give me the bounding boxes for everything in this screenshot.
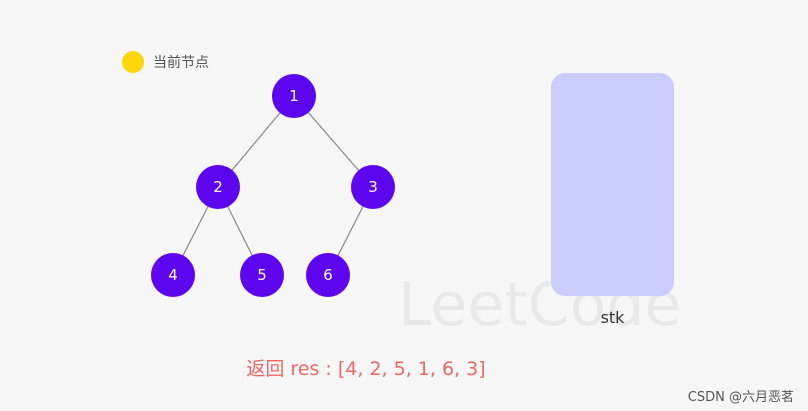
- node-circle: [240, 253, 284, 297]
- node-label: 2: [213, 178, 223, 196]
- node-circle: [306, 253, 350, 297]
- legend: 当前节点: [122, 51, 209, 73]
- stack-label: stk: [600, 308, 625, 327]
- node-label: 4: [168, 266, 178, 284]
- node-label: 3: [368, 178, 378, 196]
- node-circle: [151, 253, 195, 297]
- node-circle: [196, 165, 240, 209]
- tree-nodes: 1 2 3 4 5 6: [151, 74, 395, 297]
- current-node-legend-dot: [122, 51, 144, 73]
- legend-label: 当前节点: [153, 55, 209, 71]
- tree-node-2: 2: [196, 165, 240, 209]
- tree-node-4: 4: [151, 253, 195, 297]
- tree-node-5: 5: [240, 253, 284, 297]
- result-text: 返回 res : [4, 2, 5, 1, 6, 3]: [246, 358, 486, 380]
- credit-text: CSDN @六月恶茗: [687, 390, 794, 405]
- node-label: 1: [289, 87, 299, 105]
- tree-node-6: 6: [306, 253, 350, 297]
- node-circle: [272, 74, 316, 118]
- stack-container: [551, 73, 674, 296]
- node-label: 6: [323, 266, 333, 284]
- tree-node-3: 3: [351, 165, 395, 209]
- tree-node-1: 1: [272, 74, 316, 118]
- node-circle: [351, 165, 395, 209]
- node-label: 5: [257, 266, 267, 284]
